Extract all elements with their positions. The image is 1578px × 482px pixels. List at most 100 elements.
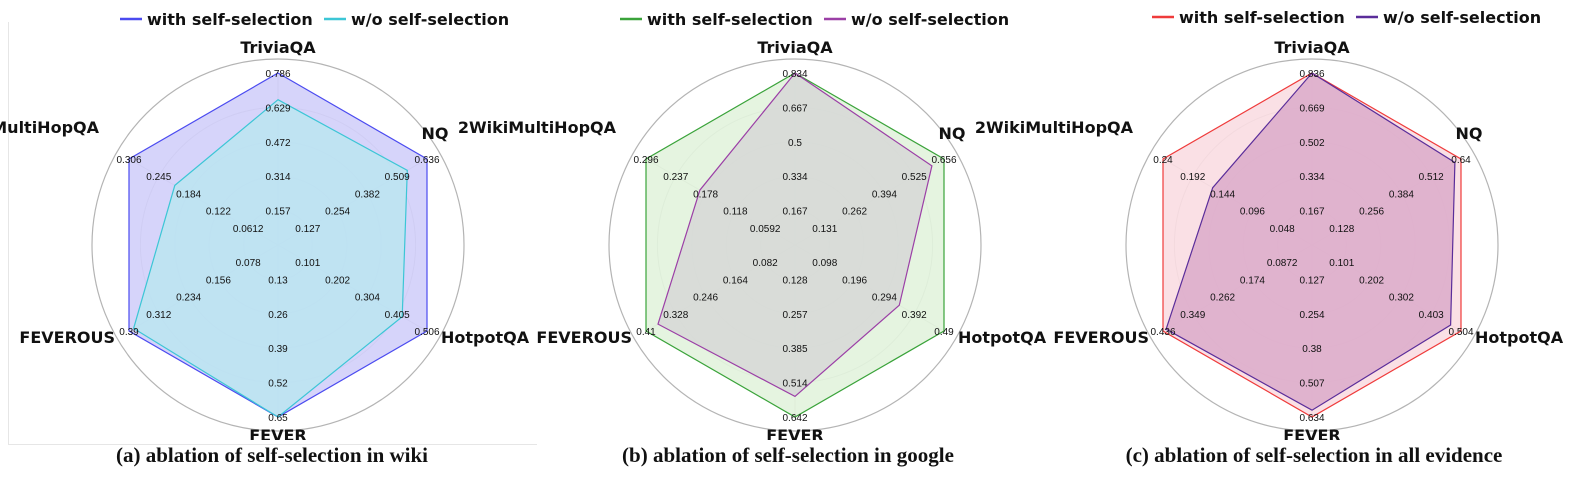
tick-label: 0.525 — [902, 172, 927, 183]
tick-label: 0.26 — [268, 310, 288, 321]
caption-b: (b) ablation of self-selection in google — [622, 443, 954, 467]
tick-label: 0.38 — [1302, 344, 1322, 355]
tick-label: 0.514 — [782, 379, 807, 390]
axis-name: NQ — [1456, 124, 1483, 143]
caption-c: (c) ablation of self-selection in all ev… — [1125, 443, 1503, 467]
axis-name: 2WikiMultiHopQA — [0, 118, 100, 137]
tick-label: 0.334 — [782, 172, 807, 183]
tick-label: 0.128 — [782, 275, 807, 286]
tick-label: 0.178 — [693, 189, 718, 200]
grid-ring — [608, 58, 982, 432]
axis-name: HotpotQA — [958, 328, 1047, 347]
tick-label: 0.048 — [1270, 224, 1295, 235]
tick-label: 0.192 — [1180, 172, 1205, 183]
tick-label: 0.656 — [931, 155, 956, 166]
radar-chart-0: 0.1570.3140.4720.6290.7860.1270.2540.382… — [0, 10, 530, 440]
tick-label: 0.52 — [268, 379, 288, 390]
axis-name: FEVER — [1283, 426, 1341, 440]
tick-label: 0.509 — [385, 172, 410, 183]
axis-name: 2WikiMultiHopQA — [458, 118, 617, 137]
tick-label: 0.13 — [268, 275, 288, 286]
tick-label: 0.669 — [1299, 103, 1324, 114]
tick-label: 0.385 — [782, 344, 807, 355]
axis-name: FEVEROUS — [1053, 328, 1149, 347]
tick-label: 0.164 — [723, 275, 748, 286]
tick-label: 0.167 — [782, 207, 807, 218]
series-area-1 — [658, 73, 932, 397]
tick-label: 0.082 — [753, 258, 778, 269]
tick-label: 0.394 — [872, 189, 897, 200]
tick-label: 0.096 — [1240, 207, 1265, 218]
tick-label: 0.246 — [693, 293, 718, 304]
tick-label: 0.0592 — [750, 224, 781, 235]
legend-label-0: with self-selection — [1179, 8, 1345, 27]
tick-label: 0.642 — [782, 413, 807, 424]
tick-label: 0.306 — [116, 155, 141, 166]
tick-label: 0.101 — [1329, 258, 1354, 269]
tick-label: 0.304 — [355, 293, 380, 304]
tick-label: 0.202 — [1359, 275, 1384, 286]
tick-label: 0.5 — [788, 138, 802, 149]
tick-label: 0.392 — [902, 310, 927, 321]
grid-ring — [91, 58, 465, 432]
tick-label: 0.196 — [842, 275, 867, 286]
tick-label: 0.49 — [934, 327, 954, 338]
tick-label: 0.156 — [206, 275, 231, 286]
tick-label: 0.64 — [1451, 155, 1471, 166]
tick-label: 0.436 — [1150, 327, 1175, 338]
tick-label: 0.472 — [265, 138, 290, 149]
tick-label: 0.314 — [265, 172, 290, 183]
tick-label: 0.836 — [1299, 69, 1324, 80]
tick-label: 0.39 — [119, 327, 139, 338]
tick-label: 0.245 — [146, 172, 171, 183]
tick-label: 0.256 — [1359, 207, 1384, 218]
tick-label: 0.144 — [1210, 189, 1235, 200]
axis-name: FEVER — [249, 426, 307, 440]
tick-label: 0.502 — [1299, 138, 1324, 149]
tick-label: 0.294 — [872, 293, 897, 304]
tick-label: 0.167 — [1299, 207, 1324, 218]
tick-label: 0.636 — [414, 155, 439, 166]
grid-ring — [1125, 58, 1499, 432]
tick-label: 0.334 — [1299, 172, 1324, 183]
tick-label: 0.262 — [1210, 293, 1235, 304]
tick-label: 0.312 — [146, 310, 171, 321]
tick-label: 0.65 — [268, 413, 288, 424]
axis-name: NQ — [939, 124, 966, 143]
chart-a-frame — [8, 22, 537, 445]
series-area-1 — [133, 99, 408, 417]
axis-name: TriviaQA — [1274, 38, 1350, 57]
tick-label: 0.098 — [812, 258, 837, 269]
tick-label: 0.202 — [325, 275, 350, 286]
axis-name: TriviaQA — [757, 38, 833, 57]
tick-label: 0.157 — [265, 207, 290, 218]
axis-name: FEVEROUS — [536, 328, 632, 347]
tick-label: 0.24 — [1153, 155, 1173, 166]
tick-label: 0.506 — [414, 327, 439, 338]
tick-label: 0.629 — [265, 103, 290, 114]
tick-label: 0.41 — [636, 327, 656, 338]
legend-label-1: w/o self-selection — [1383, 8, 1541, 27]
legend-label-1: w/o self-selection — [351, 10, 509, 29]
radar-charts: 0.1570.3140.4720.6290.7860.1270.2540.382… — [0, 8, 1564, 440]
tick-label: 0.184 — [176, 189, 201, 200]
legend-label-0: with self-selection — [647, 10, 813, 29]
tick-label: 0.39 — [268, 344, 288, 355]
tick-label: 0.296 — [633, 155, 658, 166]
series-area-1 — [1166, 73, 1455, 411]
tick-label: 0.507 — [1299, 379, 1324, 390]
tick-label: 0.174 — [1240, 275, 1265, 286]
tick-label: 0.382 — [355, 189, 380, 200]
axis-name: FEVEROUS — [19, 328, 115, 347]
tick-label: 0.786 — [265, 69, 290, 80]
tick-label: 0.078 — [236, 258, 261, 269]
axis-name: NQ — [422, 124, 449, 143]
tick-label: 0.302 — [1389, 293, 1414, 304]
tick-label: 0.101 — [295, 258, 320, 269]
tick-label: 0.237 — [663, 172, 688, 183]
series-line-1 — [657, 72, 933, 398]
tick-label: 0.634 — [1299, 413, 1324, 424]
tick-label: 0.328 — [663, 310, 688, 321]
axis-name: FEVER — [766, 426, 824, 440]
caption-a: (a) ablation of self-selection in wiki — [115, 443, 429, 467]
